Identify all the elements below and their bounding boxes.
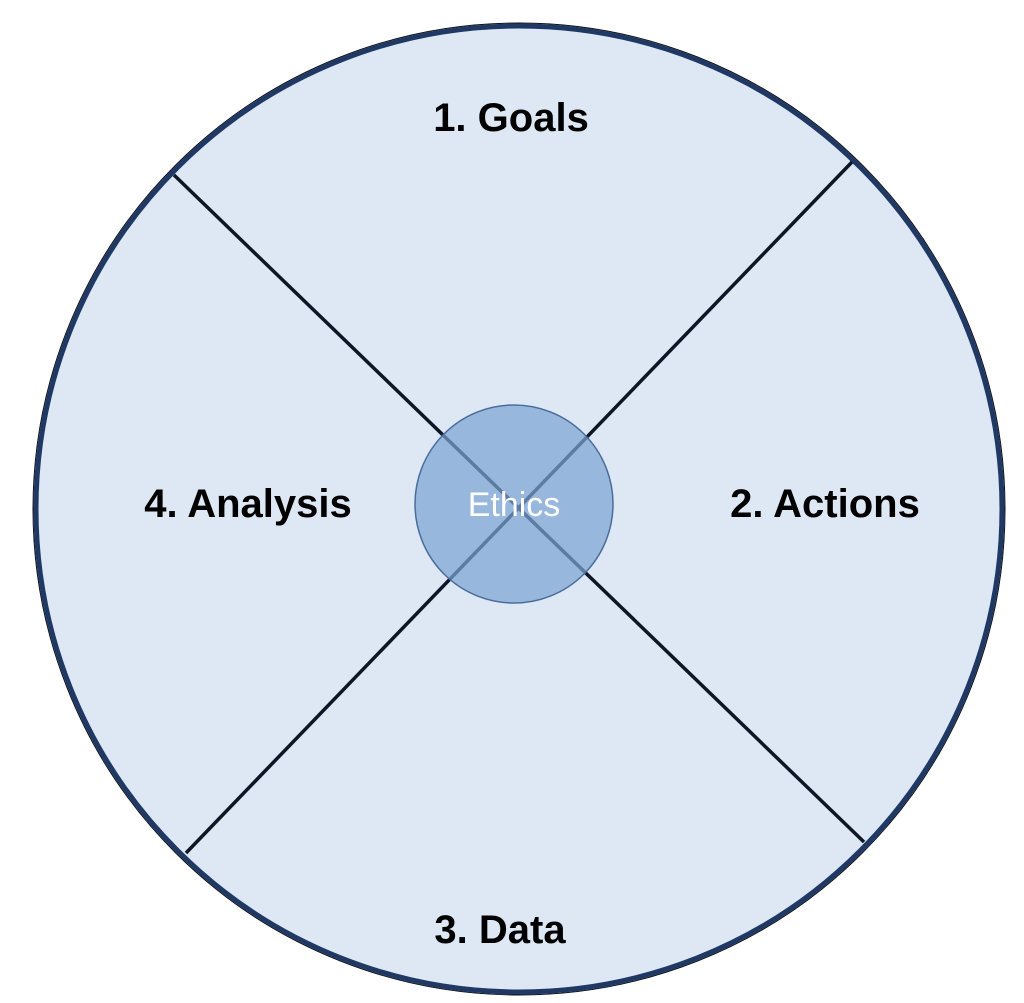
center-label-ethics: Ethics xyxy=(468,486,561,524)
quadrant-label-analysis: 4. Analysis xyxy=(144,482,352,526)
quadrant-label-goals: 1. Goals xyxy=(433,96,589,140)
outer-wheel-edge xyxy=(32,22,1006,996)
center-hub xyxy=(414,404,614,604)
quadrant-label-data: 3. Data xyxy=(434,908,566,952)
quadrant-label-actions: 2. Actions xyxy=(730,482,920,526)
